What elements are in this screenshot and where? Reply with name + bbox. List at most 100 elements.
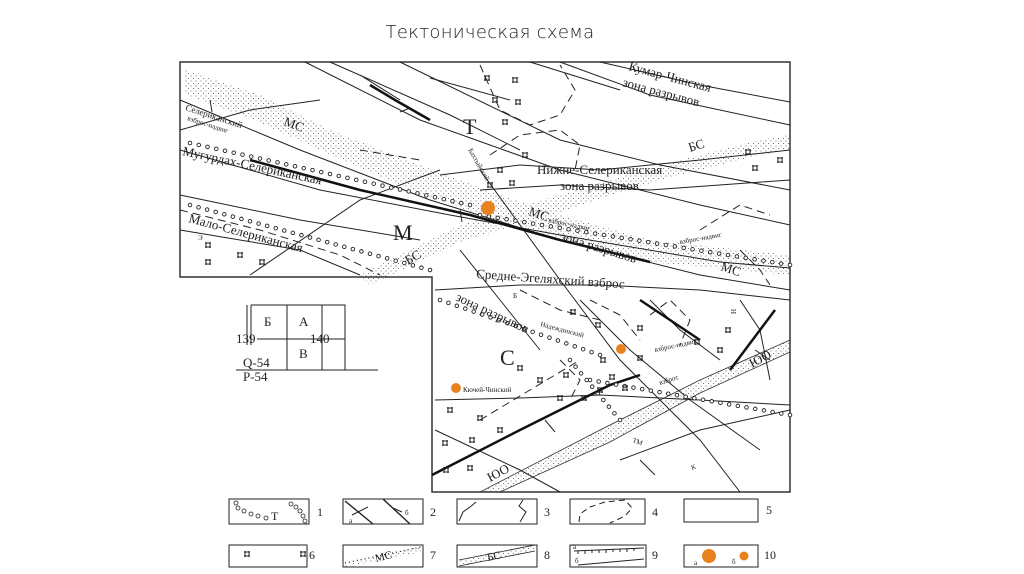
belt-label-ms-1: МС [282, 114, 306, 135]
boundary-circle [778, 261, 784, 266]
boundary-circle [393, 258, 398, 263]
boundary-circle [397, 187, 403, 192]
boundary-circle [606, 404, 612, 409]
thick-faults [249, 83, 776, 477]
sheet-p54: P-54 [243, 369, 268, 384]
boundary-circle [605, 380, 610, 386]
boundary-circle [256, 221, 261, 226]
boundary-circle [709, 399, 714, 404]
boundary-circle [530, 221, 536, 226]
longitude-140: 140 [310, 331, 330, 346]
boundary-circle [744, 405, 749, 410]
boundary-circle [699, 248, 704, 253]
boundary-circle [495, 215, 500, 221]
boundary-circle [477, 212, 483, 218]
boundary-circle [539, 222, 545, 228]
boundary-circle [648, 388, 654, 393]
boundary-circle [761, 258, 766, 263]
boundary-circle [240, 152, 245, 157]
boundary-circle [547, 335, 552, 340]
boundary-circle [213, 146, 219, 152]
boundary-circle [310, 167, 315, 173]
boundary-circle [406, 189, 412, 194]
belt-label-tm: ТМ [631, 436, 644, 447]
boundary-circle [530, 329, 535, 335]
boundary-circle [566, 227, 571, 232]
legend-deposit-large [702, 549, 716, 563]
boundary-circle [505, 320, 510, 326]
boundary-circle [282, 228, 287, 233]
legend-8-label: БС [486, 549, 502, 564]
boundary-circle [432, 194, 438, 200]
boundary-circle [708, 249, 713, 255]
boundary-circle [389, 185, 394, 190]
boundary-circle [486, 214, 492, 219]
boundary-circle [467, 202, 473, 208]
boundary-circle [299, 232, 304, 238]
boundary-circle [248, 154, 254, 159]
boundary-circle [613, 382, 619, 387]
boundary-circle [538, 332, 544, 337]
boundary-circle [596, 379, 601, 384]
belt-label-ms-2: МС [527, 204, 551, 225]
domain-label-m: М [393, 220, 413, 245]
circle-chains [187, 140, 793, 423]
boundary-circle [424, 193, 429, 198]
boundary-circle [427, 267, 433, 273]
sheet-q54: Q-54 [243, 355, 270, 370]
legend-7-label: МС [374, 549, 394, 565]
boundary-circle [410, 263, 416, 268]
deposit-large [481, 201, 495, 215]
fault-lines [179, 61, 791, 493]
boundary-circle [187, 140, 193, 146]
boundary-circle [734, 254, 740, 259]
boundary-circle [301, 165, 307, 171]
boundary-circle [589, 384, 595, 389]
boundary-circle [770, 259, 775, 265]
legend-5-num: 5 [766, 503, 772, 517]
boundary-circle [367, 251, 373, 256]
boundary-circle [572, 344, 577, 349]
boundary-circle [333, 242, 338, 247]
boundary-circle [573, 364, 578, 369]
deposit-small [616, 344, 626, 354]
boundary-circle [376, 253, 381, 259]
boundary-circle [441, 196, 447, 202]
boundary-circle [700, 397, 706, 403]
boundary-circle [316, 237, 321, 243]
boundary-circle [681, 245, 686, 251]
boundary-circle [292, 163, 298, 169]
boundary-circle [266, 158, 272, 163]
boundary-circle [666, 391, 671, 396]
belt-label-n: Н [730, 309, 738, 314]
boundary-circle [222, 148, 228, 153]
legend-2-sub-b: б [405, 509, 409, 517]
domain-label-t: Т [463, 114, 477, 139]
boundary-circle [628, 237, 633, 242]
yuo-belt [479, 339, 791, 493]
legend-9-sub-b: б [575, 557, 579, 565]
belt-label-e: Э [198, 234, 203, 242]
boundary-circle [354, 177, 359, 183]
boundary-circle [743, 255, 748, 261]
boundary-circle [336, 173, 342, 179]
boundary-circle [672, 244, 678, 249]
belt-label-bs-1: БС [686, 136, 706, 155]
legend-10-sub-a: а [694, 559, 698, 567]
belt-label-b: Б [513, 292, 517, 300]
boundary-circle [319, 169, 324, 175]
boundary-circle [725, 252, 731, 258]
boundary-circle [205, 144, 210, 150]
boundary-circle [592, 231, 598, 236]
legend-2-num: 2 [430, 505, 436, 519]
boundary-circle [239, 216, 244, 222]
boundary-circle [479, 312, 485, 317]
boundary-circle [380, 183, 385, 188]
boundary-circle [548, 224, 554, 229]
boundary-circle [589, 349, 594, 355]
boundary-circle [513, 218, 518, 223]
boundary-circle [597, 352, 603, 358]
boundary-circle [247, 218, 253, 224]
zone-label-nizhne-selerikanskaya-2: зона разрывов [560, 178, 639, 193]
